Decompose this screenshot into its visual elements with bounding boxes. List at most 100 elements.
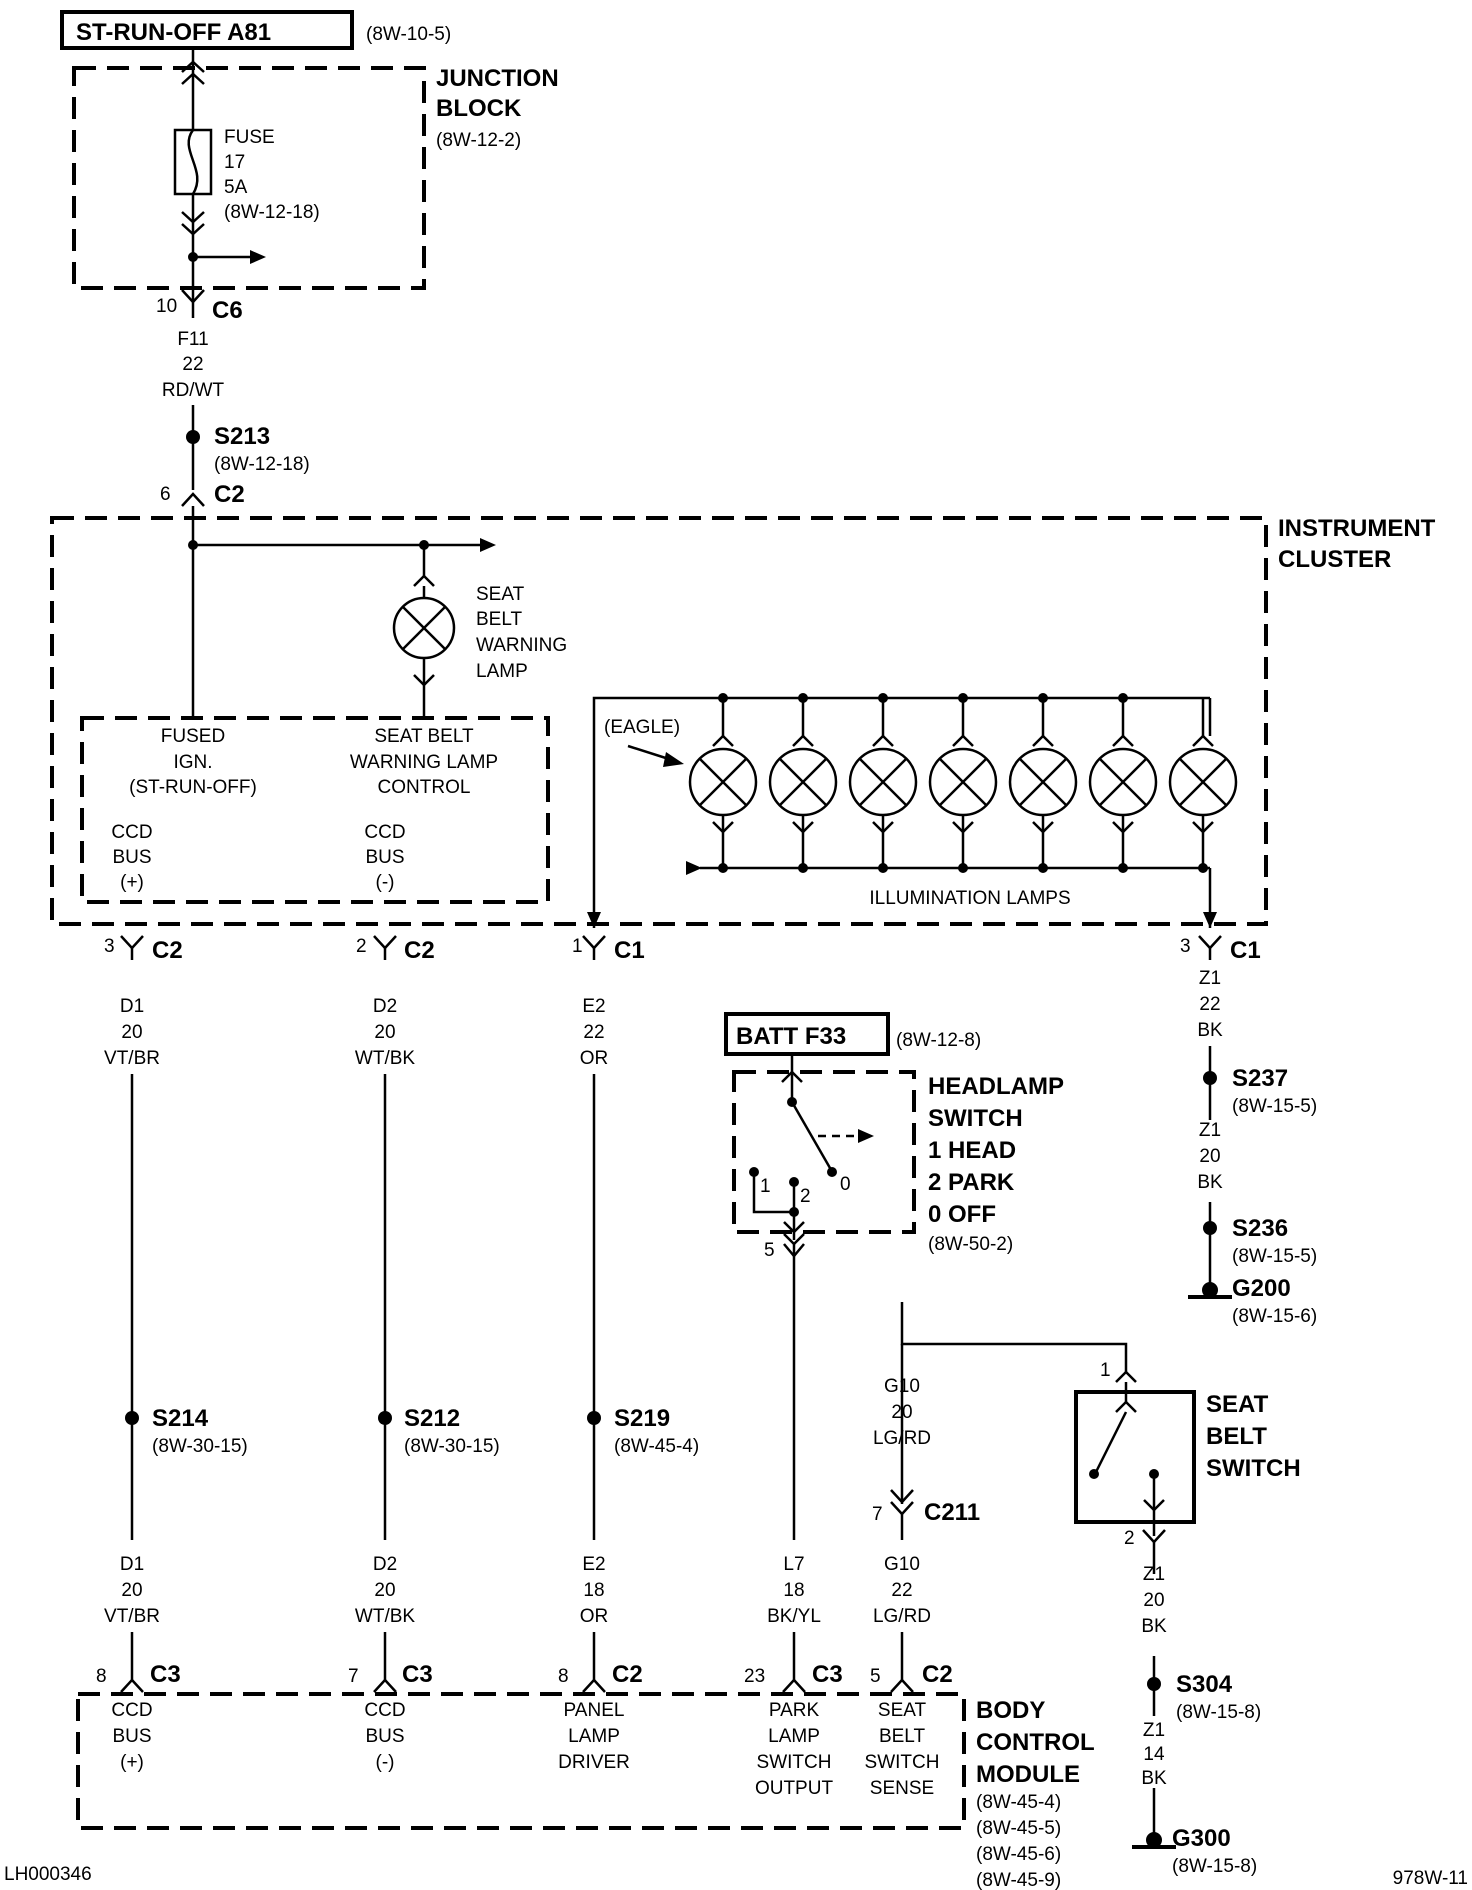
- seat-belt-switch-title: SEAT BELT SWITCH: [1206, 1391, 1301, 1482]
- illumination-lamp-row: [688, 693, 1238, 873]
- supply-ref: (8W-10-5): [366, 24, 451, 45]
- svg-text:(+): (+): [120, 1752, 144, 1773]
- svg-text:E2: E2: [582, 996, 605, 1017]
- bcm-pin-panel-lamp-driver: PANEL LAMP DRIVER: [558, 1700, 630, 1773]
- svg-text:22: 22: [891, 1580, 912, 1601]
- svg-text:WT/BK: WT/BK: [355, 1048, 415, 1069]
- svg-text:20: 20: [374, 1022, 395, 1043]
- svg-text:C2: C2: [612, 1661, 643, 1688]
- svg-text:14: 14: [1143, 1744, 1165, 1765]
- svg-text:BELT: BELT: [476, 609, 523, 630]
- wire-f11-1: F11: [177, 329, 208, 350]
- eagle-label: (EAGLE): [604, 717, 680, 738]
- svg-text:20: 20: [1199, 1146, 1220, 1167]
- svg-text:1: 1: [572, 936, 583, 957]
- svg-text:C2: C2: [152, 937, 183, 964]
- svg-text:22: 22: [1199, 994, 1220, 1015]
- wire-l7: L7 18 BK/YL: [767, 1554, 821, 1627]
- svg-text:1 HEAD: 1 HEAD: [928, 1137, 1016, 1164]
- cluster-logic-outline: [80, 716, 550, 904]
- svg-text:(8W-45-6): (8W-45-6): [976, 1844, 1061, 1865]
- wire-e2-upper: E2 22 OR: [580, 996, 609, 1069]
- svg-text:HEADLAMP: HEADLAMP: [928, 1073, 1064, 1100]
- svg-text:BELT: BELT: [1206, 1423, 1267, 1450]
- svg-text:(-): (-): [376, 872, 395, 893]
- svg-text:D2: D2: [373, 996, 397, 1017]
- svg-text:3: 3: [104, 936, 115, 957]
- svg-text:BELT: BELT: [879, 1726, 926, 1747]
- svg-text:SEAT: SEAT: [1206, 1391, 1269, 1418]
- seat-belt-switch-pin-1: 1: [1100, 1360, 1111, 1381]
- s219-label: S219: [614, 1405, 670, 1432]
- svg-text:C1: C1: [614, 937, 645, 964]
- svg-text:LAMP: LAMP: [568, 1726, 620, 1747]
- s213-ref: (8W-12-18): [214, 454, 310, 475]
- svg-text:20: 20: [1143, 1590, 1164, 1611]
- illumination-lamp-icon: [928, 693, 998, 873]
- svg-text:L7: L7: [783, 1554, 804, 1575]
- s304-splice: [1147, 1677, 1161, 1691]
- ccd-bus-neg-label: CCD BUS (-): [364, 822, 405, 893]
- svg-text:2: 2: [356, 936, 367, 957]
- connectors-row-mid: 3 C2 2 C2 1 C1 3 C1: [104, 935, 1261, 964]
- wire-g10-22: G10 22 LG/RD: [873, 1554, 931, 1627]
- junction-block-title-2: BLOCK: [436, 95, 522, 122]
- svg-text:OR: OR: [580, 1606, 609, 1627]
- s237-ref: (8W-15-5): [1232, 1096, 1317, 1117]
- s236-label: S236: [1232, 1215, 1288, 1242]
- warning-control-label: SEAT BELT WARNING LAMP CONTROL: [350, 726, 498, 798]
- wire-d2-upper: D2 20 WT/BK: [355, 996, 415, 1069]
- wire-f11-3: RD/WT: [162, 380, 225, 401]
- wire-z1-20-lower: Z1 20 BK: [1141, 1564, 1167, 1637]
- s212-label: S212: [404, 1405, 460, 1432]
- s214-splice: [125, 1411, 139, 1425]
- bcm-pin-ccd-pos: CCD BUS (+): [111, 1700, 152, 1773]
- svg-text:20: 20: [891, 1402, 912, 1423]
- illumination-lamp-icon: [688, 693, 758, 873]
- svg-text:LG/RD: LG/RD: [873, 1428, 931, 1449]
- footer-left-id: LH000346: [4, 1864, 92, 1885]
- g300-ref: (8W-15-8): [1172, 1856, 1257, 1877]
- cluster-title-1: INSTRUMENT: [1278, 515, 1436, 542]
- svg-text:18: 18: [583, 1580, 604, 1601]
- bcm-pin-park-lamp-switch-output: PARK LAMP SWITCH OUTPUT: [755, 1700, 834, 1799]
- svg-text:8: 8: [558, 1666, 569, 1687]
- svg-text:(ST-RUN-OFF): (ST-RUN-OFF): [129, 777, 257, 798]
- wire-z1-14: Z1 14 BK: [1141, 1720, 1167, 1789]
- wire-d2-lower: D2 20 WT/BK: [355, 1554, 415, 1627]
- s214-ref: (8W-30-15): [152, 1436, 248, 1457]
- svg-text:(8W-45-5): (8W-45-5): [976, 1818, 1061, 1839]
- s236-ref: (8W-15-5): [1232, 1246, 1317, 1267]
- cluster-title-2: CLUSTER: [1278, 546, 1391, 573]
- svg-text:(-): (-): [376, 1752, 395, 1773]
- svg-text:Z1: Z1: [1199, 968, 1221, 989]
- svg-text:C1: C1: [1230, 937, 1261, 964]
- instrument-cluster-outline: [50, 516, 1268, 926]
- svg-text:2 PARK: 2 PARK: [928, 1169, 1015, 1196]
- svg-text:22: 22: [583, 1022, 604, 1043]
- headlamp-pos-1: 1: [760, 1176, 771, 1197]
- svg-text:BODY: BODY: [976, 1697, 1045, 1724]
- svg-text:SWITCH: SWITCH: [865, 1752, 940, 1773]
- svg-text:3: 3: [1180, 936, 1191, 957]
- svg-text:CCD: CCD: [111, 822, 152, 843]
- svg-text:20: 20: [121, 1580, 142, 1601]
- c2-top-connector: [181, 492, 205, 507]
- svg-text:VT/BR: VT/BR: [104, 1048, 160, 1069]
- c2-top-label: C2: [214, 481, 245, 508]
- svg-text:OUTPUT: OUTPUT: [755, 1778, 834, 1799]
- svg-text:PANEL: PANEL: [564, 1700, 625, 1721]
- seat-belt-switch-pin-2: 2: [1124, 1528, 1135, 1549]
- batt-f33-ref: (8W-12-8): [896, 1030, 981, 1051]
- bcm-pin-ccd-neg: CCD BUS (-): [364, 1700, 405, 1773]
- svg-text:LG/RD: LG/RD: [873, 1606, 931, 1627]
- illumination-lamps-label: ILLUMINATION LAMPS: [869, 888, 1070, 909]
- svg-text:VT/BR: VT/BR: [104, 1606, 160, 1627]
- illumination-lamp-icon: [1168, 698, 1238, 873]
- svg-text:BK: BK: [1197, 1172, 1223, 1193]
- s213-splice: [186, 430, 200, 444]
- bcm-pin-seat-belt-switch-sense: SEAT BELT SWITCH SENSE: [865, 1700, 940, 1799]
- svg-text:BUS: BUS: [365, 1726, 404, 1747]
- fuse-label-3: 5A: [224, 177, 248, 198]
